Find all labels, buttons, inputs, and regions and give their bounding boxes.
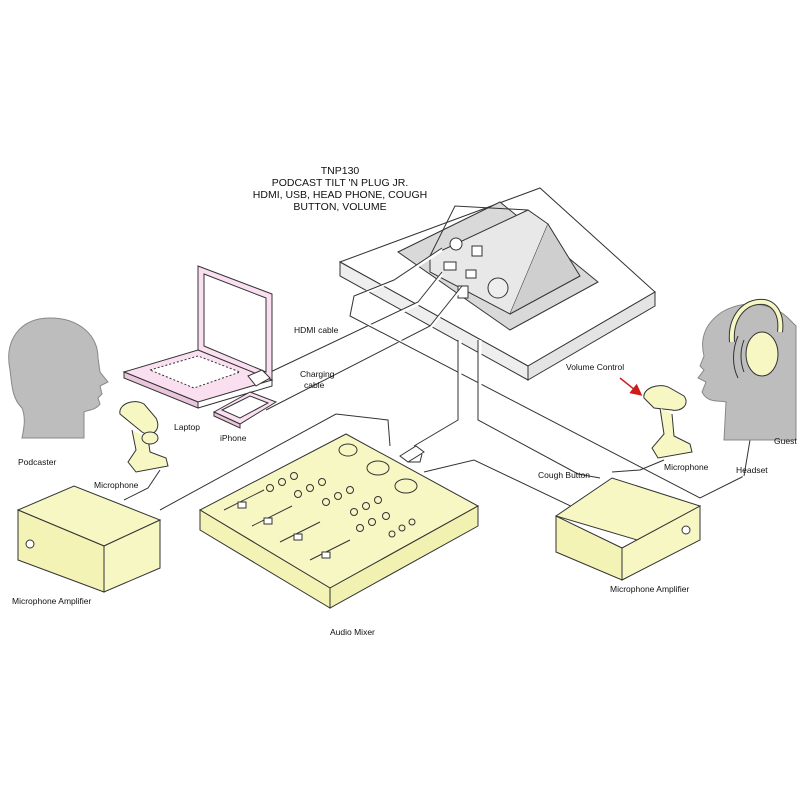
right-microphone-amplifier [554,477,702,581]
label-microphone-amp-right: Microphone Amplifier [610,584,690,594]
left-microphone [119,401,169,473]
hdmi-plug [247,369,271,387]
tilt-n-plug-unit[interactable] [397,201,599,331]
title-line-1: TNP130 [321,165,360,177]
headphone-jack-icon[interactable] [449,237,463,251]
iphone [212,391,278,429]
fader-3[interactable] [293,533,303,541]
label-microphone-right: Microphone [664,462,709,472]
fader-4[interactable] [321,551,331,559]
amp-knob-left-icon[interactable] [25,539,35,549]
mixer-master-knob-1[interactable] [338,443,358,457]
label-headset: Headset [736,465,768,475]
label-volume-control: Volume Control [566,362,624,372]
label-charging-cable-1: Charging [300,369,335,379]
title-line-4: BUTTON, VOLUME [293,201,386,213]
left-microphone-amplifier [16,485,162,593]
label-microphone-amp-left: Microphone Amplifier [12,596,92,606]
mixer-knob-grid[interactable] [266,472,416,538]
title-line-2: PODCAST TILT 'N PLUG JR. [272,177,409,189]
right-microphone [643,385,693,459]
guest-headset [728,298,784,379]
label-guest: Guest [774,436,797,446]
amp-knob-right-icon[interactable] [681,525,691,535]
label-charging-cable-2: cable [304,380,325,390]
podcaster-silhouette [8,317,109,439]
usb-port-icon[interactable] [465,269,477,279]
volume-control-arrow [619,377,643,396]
label-iphone: iPhone [220,433,247,443]
cough-button-icon[interactable] [471,245,483,257]
label-microphone-left: Microphone [94,480,139,490]
laptop [122,265,274,409]
fader-2[interactable] [263,517,273,525]
label-podcaster: Podcaster [18,457,56,467]
labels: HDMI cable Charging cable Laptop iPhone … [12,325,797,637]
mixer-master-knob-3[interactable] [394,478,418,494]
audio-mixer [198,433,480,609]
fader-1[interactable] [237,501,247,509]
label-hdmi-cable: HDMI cable [294,325,339,335]
volume-knob-icon[interactable] [487,277,509,299]
title-line-3: HDMI, USB, HEAD PHONE, COUGH [253,189,427,201]
mixer-master-knob-2[interactable] [366,460,390,476]
product-title: TNP130 PODCAST TILT 'N PLUG JR. HDMI, US… [253,165,427,213]
headset-earcup-icon [745,331,779,377]
label-laptop: Laptop [174,422,200,432]
audio-jack-plug [399,445,425,463]
hdmi-port-icon[interactable] [443,261,457,271]
cables [123,247,752,521]
label-cough-button: Cough Button [538,470,590,480]
label-audio-mixer: Audio Mixer [330,627,375,637]
